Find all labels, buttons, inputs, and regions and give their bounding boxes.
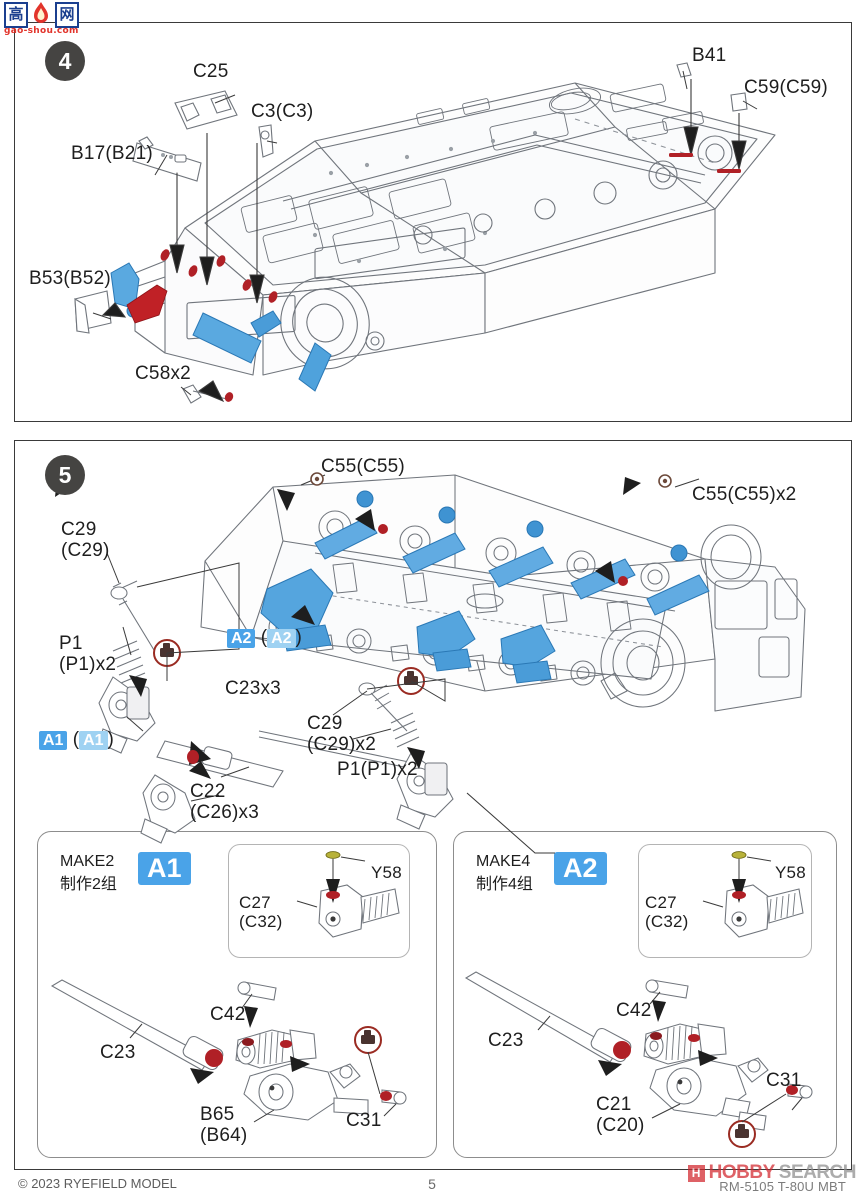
step-4-number-badge: 4 [45, 41, 85, 81]
a2-make-cn: 制作4组 [476, 876, 533, 894]
page-number: 5 [428, 1176, 436, 1192]
a2-label-c31: C31 [766, 1070, 802, 1091]
a1-label-c27: C27 (C32) [239, 893, 283, 932]
a2-label-c27: C27 (C32) [645, 893, 689, 932]
watermark-gaoshou: 高 网 gao-shou.com [4, 2, 80, 42]
watermark-char-2: 网 [55, 2, 79, 28]
a1-make-cn: 制作2组 [60, 876, 117, 894]
step-4-illustration [74, 62, 776, 404]
ref-chip-a2: A2 (A2) [227, 627, 302, 649]
a1-make-text: MAKE2 制作2组 [60, 850, 117, 896]
a2-make-en: MAKE4 [476, 853, 531, 870]
label-c59: C59(C59) [744, 77, 828, 98]
page-footer: © 2023 RYEFIELD MODEL 5 RM-5105 T-80U MB… [0, 1162, 864, 1200]
step-5-number-badge: 5 [45, 455, 85, 495]
a2-inset-box: Y58 C27 (C32) [638, 844, 812, 958]
watermark-url: gao-shou.com [4, 26, 79, 36]
a2-make-text: MAKE4 制作4组 [476, 850, 533, 896]
chip-a2-solid: A2 [227, 629, 256, 648]
label-c29-b: C29 (C29)x2 [307, 713, 376, 756]
no-glue-icon [153, 639, 425, 695]
chip-a2-light: A2 [267, 629, 296, 648]
a2-label-c42: C42 [616, 1000, 652, 1021]
a2-label-c21: C21 (C20) [596, 1094, 645, 1137]
label-b17: B17(B21) [71, 143, 153, 164]
a1-label-c31: C31 [346, 1110, 382, 1131]
subassembly-a2-box: MAKE4 制作4组 A2 [453, 831, 837, 1158]
a2-main-illustration [464, 971, 813, 1148]
label-c22: C22 (C26)x3 [190, 781, 259, 824]
label-b53: B53(B52) [29, 268, 111, 289]
step-5-panel: 5 [14, 440, 852, 1170]
a1-inset-illustration [296, 851, 400, 938]
label-c29-a: C29 (C29) [61, 519, 110, 562]
label-c55-b: C55(C55)x2 [692, 484, 797, 505]
a1-badge: A1 [138, 852, 191, 885]
label-c3: C3(C3) [251, 101, 314, 122]
a2-inset-illustration [702, 851, 804, 938]
label-p1-a: P1 (P1)x2 [59, 633, 117, 676]
a1-badge-wrap: A1 [138, 852, 191, 885]
hobby-search-word2: SEARCH [778, 1162, 857, 1183]
label-c55-a: C55(C55) [321, 456, 405, 477]
label-c23x3: C23x3 [225, 678, 281, 699]
copyright-text: © 2023 RYEFIELD MODEL [18, 1176, 177, 1191]
watermark-char-1: 高 [4, 2, 28, 28]
a1-main-illustration [50, 979, 407, 1123]
label-c25: C25 [193, 61, 229, 82]
flame-icon [34, 2, 48, 23]
chip-a1-solid: A1 [39, 731, 68, 750]
label-c58: C58x2 [135, 363, 191, 384]
chip-a1-light: A1 [79, 731, 108, 750]
a2-label-y58: Y58 [775, 863, 806, 882]
a2-label-c23: C23 [488, 1030, 524, 1051]
label-b41: B41 [692, 45, 727, 66]
a1-label-y58: Y58 [371, 863, 402, 882]
ref-chip-a1: A1 (A1) [39, 729, 114, 751]
a1-label-c42: C42 [210, 1004, 246, 1025]
no-glue-icon [728, 1120, 756, 1148]
a1-make-en: MAKE2 [60, 853, 115, 870]
label-p1-b: P1(P1)x2 [337, 759, 418, 780]
a1-inset-box: Y58 C27 (C32) [228, 844, 410, 958]
hobby-search-mark: H [687, 1164, 705, 1182]
hobby-search-word1: HOBBY [708, 1162, 776, 1183]
watermark-hobby-search: H HOBBY SEARCH [687, 1162, 857, 1184]
subassembly-a1-box: MAKE2 制作2组 A1 [37, 831, 437, 1158]
kit-code: RM-5105 T-80U MBT [719, 1179, 846, 1194]
a1-label-c23: C23 [100, 1042, 136, 1063]
step-5-illustration [55, 472, 806, 854]
a2-badge: A2 [554, 852, 607, 885]
step-4-panel: 4 [14, 22, 852, 422]
a2-badge-wrap: A2 [554, 852, 607, 885]
a1-label-b65: B65 (B64) [200, 1104, 248, 1147]
no-glue-icon [354, 1026, 382, 1054]
